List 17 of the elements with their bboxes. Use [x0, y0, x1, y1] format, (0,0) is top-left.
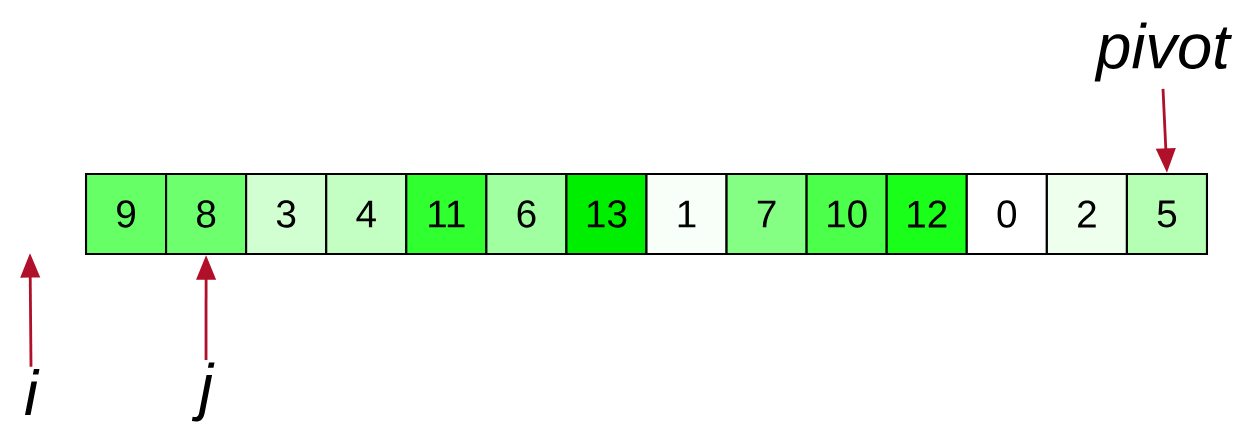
array-cell: 0	[965, 172, 1048, 256]
array-cell: 8	[165, 172, 248, 256]
array-cell: 7	[725, 172, 808, 256]
variable-label: pivot	[1094, 22, 1232, 82]
array-cell: 12	[885, 172, 968, 256]
variable-label: i	[25, 369, 40, 415]
array-cell: 13	[565, 172, 648, 256]
array-cell: 11	[405, 172, 488, 256]
array-cell: 3	[245, 172, 328, 256]
array-cell: 5	[1125, 172, 1209, 256]
variable-label: j	[191, 362, 215, 422]
array-cell: 1	[645, 172, 728, 256]
array-cell: 4	[325, 172, 408, 256]
array-cell: 9	[84, 172, 168, 256]
array-cell: 2	[1045, 172, 1128, 256]
array-cell: 10	[805, 172, 888, 256]
array-cell: 6	[485, 172, 568, 256]
